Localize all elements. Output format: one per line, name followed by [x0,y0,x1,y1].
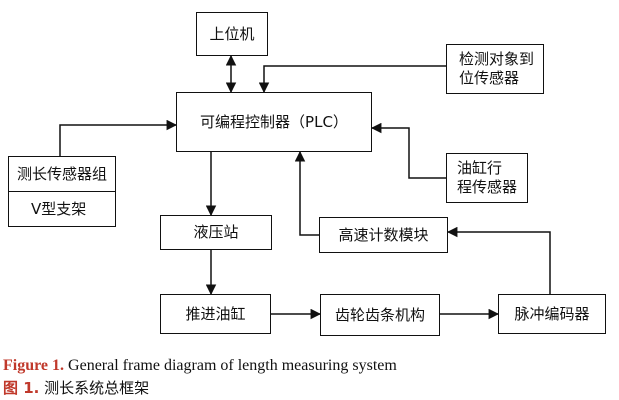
edge-encoder-counter [446,226,551,294]
figure-title-zh: 测长系统总框架 [39,379,150,397]
figure-label-en: Figure 1. [3,357,65,374]
figure-caption-zh: 图 1. 测长系统总框架 [3,377,149,398]
counter-module-box: 高速计数模块 [319,217,448,253]
edge-stroke-plc [370,122,446,179]
pulse-encoder-box: 脉冲编码器 [498,294,606,334]
edge-counter-plc [294,150,319,236]
host-computer-box: 上位机 [196,12,268,56]
plc-box: 可编程控制器（PLC） [176,92,372,152]
push-cylinder-box: 推进油缸 [160,294,271,334]
edge-lengthsensor-plc [59,119,178,156]
cylinder-stroke-sensor-box: 油缸行 程传感器 [446,153,528,203]
length-sensor-group-box: 测长传感器组 [8,156,116,192]
figure-caption-en: Figure 1. General frame diagram of lengt… [3,357,397,375]
figure-title-en: General frame diagram of length measurin… [64,357,397,374]
hydraulic-station-box: 液压站 [160,215,272,250]
detect-sensor-box: 检测对象到 位传感器 [446,44,544,94]
edge-detect-plc [258,65,446,94]
figure-label-zh: 图 1. [3,379,40,397]
v-frame-box: V型支架 [8,191,116,227]
rack-pinion-box: 齿轮齿条机构 [320,294,440,336]
